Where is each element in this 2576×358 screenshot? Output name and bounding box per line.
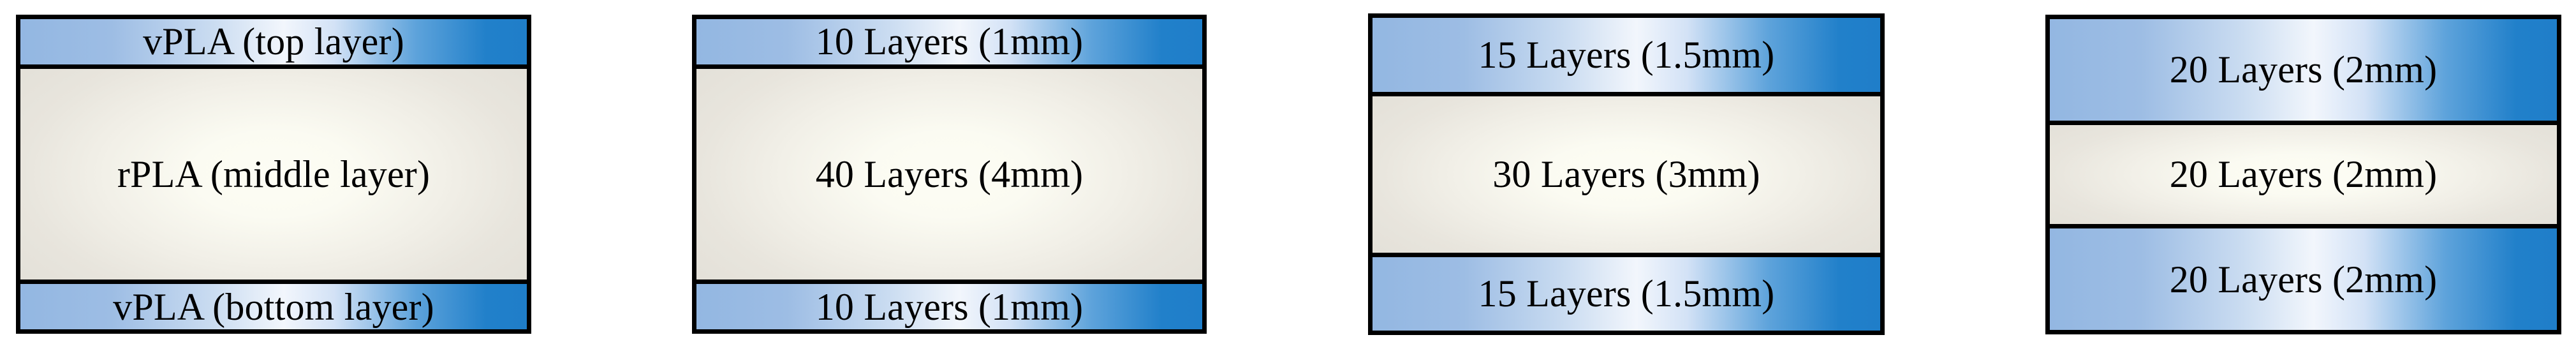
specimen-2-core-layer: 40 Layers (4mm) bbox=[692, 64, 1207, 285]
specimen-4-bottom-skin-label: 20 Layers (2mm) bbox=[2169, 258, 2438, 301]
specimen-4-bottom-skin-layer: 20 Layers (2mm) bbox=[2045, 224, 2561, 334]
specimen-2-core-label: 40 Layers (4mm) bbox=[815, 153, 1084, 195]
specimen-2: 10 Layers (1mm) 40 Layers (4mm) 10 Layer… bbox=[692, 15, 1207, 343]
specimen-4-top-skin-layer: 20 Layers (2mm) bbox=[2045, 15, 2561, 125]
specimen-3-core-label: 30 Layers (3mm) bbox=[1492, 153, 1760, 195]
specimen-2-bottom-skin-label: 10 Layers (1mm) bbox=[815, 285, 1084, 328]
specimen-4: 20 Layers (2mm) 20 Layers (2mm) 20 Layer… bbox=[2045, 15, 2561, 343]
specimen-2-bottom-skin-layer: 10 Layers (1mm) bbox=[692, 280, 1207, 334]
specimen-3: 15 Layers (1.5mm) 30 Layers (3mm) 15 Lay… bbox=[1368, 13, 1885, 344]
specimen-1-bottom-skin-layer: vPLA (bottom layer) bbox=[16, 280, 531, 334]
specimen-4-core-layer: 20 Layers (2mm) bbox=[2045, 120, 2561, 229]
specimen-1-top-skin-label: vPLA (top layer) bbox=[143, 20, 404, 63]
specimen-3-bottom-skin-layer: 15 Layers (1.5mm) bbox=[1368, 252, 1885, 335]
specimen-1-core-layer: rPLA (middle layer) bbox=[16, 64, 531, 285]
specimen-3-core-layer: 30 Layers (3mm) bbox=[1368, 91, 1885, 257]
specimen-1-core-label: rPLA (middle layer) bbox=[117, 153, 431, 195]
specimen-1-bottom-skin-label: vPLA (bottom layer) bbox=[113, 285, 434, 328]
specimen-1-top-skin-layer: vPLA (top layer) bbox=[16, 15, 531, 69]
specimen-2-top-skin-layer: 10 Layers (1mm) bbox=[692, 15, 1207, 69]
specimen-4-core-label: 20 Layers (2mm) bbox=[2169, 153, 2438, 196]
specimen-3-top-skin-layer: 15 Layers (1.5mm) bbox=[1368, 13, 1885, 96]
specimen-3-bottom-skin-label: 15 Layers (1.5mm) bbox=[1478, 272, 1775, 315]
specimen-1: vPLA (top layer) rPLA (middle layer) vPL… bbox=[16, 15, 531, 343]
specimen-3-top-skin-label: 15 Layers (1.5mm) bbox=[1478, 33, 1775, 76]
specimen-2-top-skin-label: 10 Layers (1mm) bbox=[815, 20, 1084, 63]
specimen-4-top-skin-label: 20 Layers (2mm) bbox=[2169, 48, 2438, 91]
